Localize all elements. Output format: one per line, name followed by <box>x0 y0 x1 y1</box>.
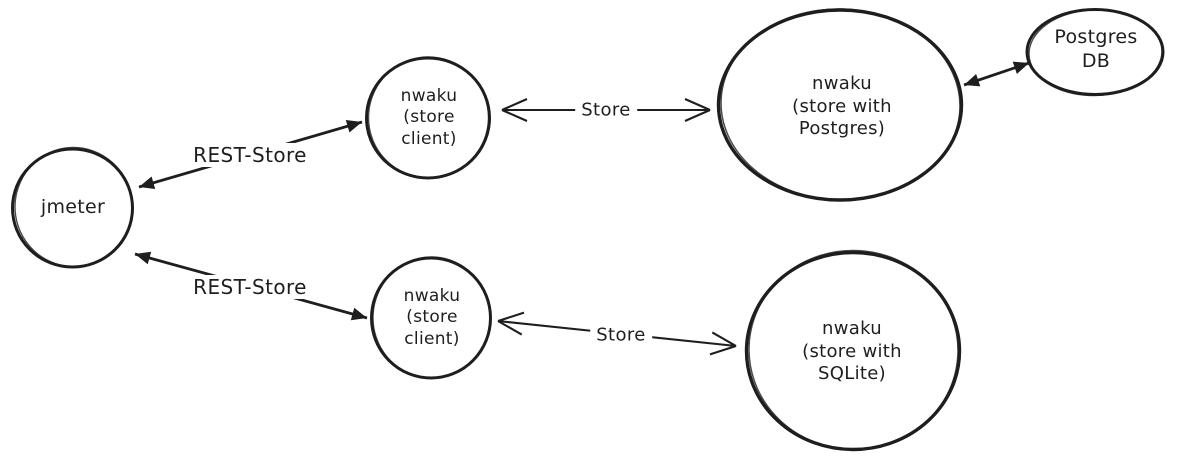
node-label-line: jmeter <box>40 196 106 219</box>
edge-label-rest-store-bottom: REST-Store <box>187 275 313 299</box>
edge-postgres-db-link <box>963 61 1030 87</box>
node-label-line: SQLite) <box>818 363 886 385</box>
node-label-line: nwaku <box>403 285 461 306</box>
node-label-line: Postgres) <box>798 118 886 140</box>
node-label-nwaku-store-client-top: nwaku (store client) <box>401 86 458 150</box>
node-label-jmeter: jmeter <box>41 196 105 220</box>
node-nwaku-store-sqlite <box>744 249 962 452</box>
node-label-line: (store <box>406 307 458 328</box>
node-label-line: nwaku <box>822 317 882 339</box>
node-nwaku-store-client-top <box>365 56 491 180</box>
node-label-line: client) <box>404 328 460 349</box>
node-label-line: DB <box>1081 50 1111 72</box>
node-label-line: client) <box>401 128 457 149</box>
node-label-line: nwaku <box>812 72 872 94</box>
edge-label-store-bottom: Store <box>590 324 652 346</box>
node-label-nwaku-store-postgres: nwaku (store with Postgres) <box>792 73 892 141</box>
node-jmeter <box>11 146 134 269</box>
node-nwaku-store-postgres <box>716 8 964 202</box>
node-label-line: nwaku <box>400 85 458 106</box>
node-label-line: (store <box>403 107 455 128</box>
edge-label-store-top: Store <box>575 99 637 121</box>
node-label-nwaku-store-client-bottom: nwaku (store client) <box>404 286 461 350</box>
node-label-line: Postgres <box>1054 26 1138 49</box>
edge-label-rest-store-top: REST-Store <box>187 143 313 167</box>
node-postgres-db <box>1025 8 1165 97</box>
node-label-line: (store with <box>802 340 902 362</box>
node-nwaku-store-client-bottom <box>370 256 492 380</box>
node-label-line: (store with <box>792 95 892 117</box>
node-label-postgres-db: Postgres DB <box>1054 26 1137 74</box>
node-label-nwaku-store-sqlite: nwaku (store with SQLite) <box>802 318 902 386</box>
